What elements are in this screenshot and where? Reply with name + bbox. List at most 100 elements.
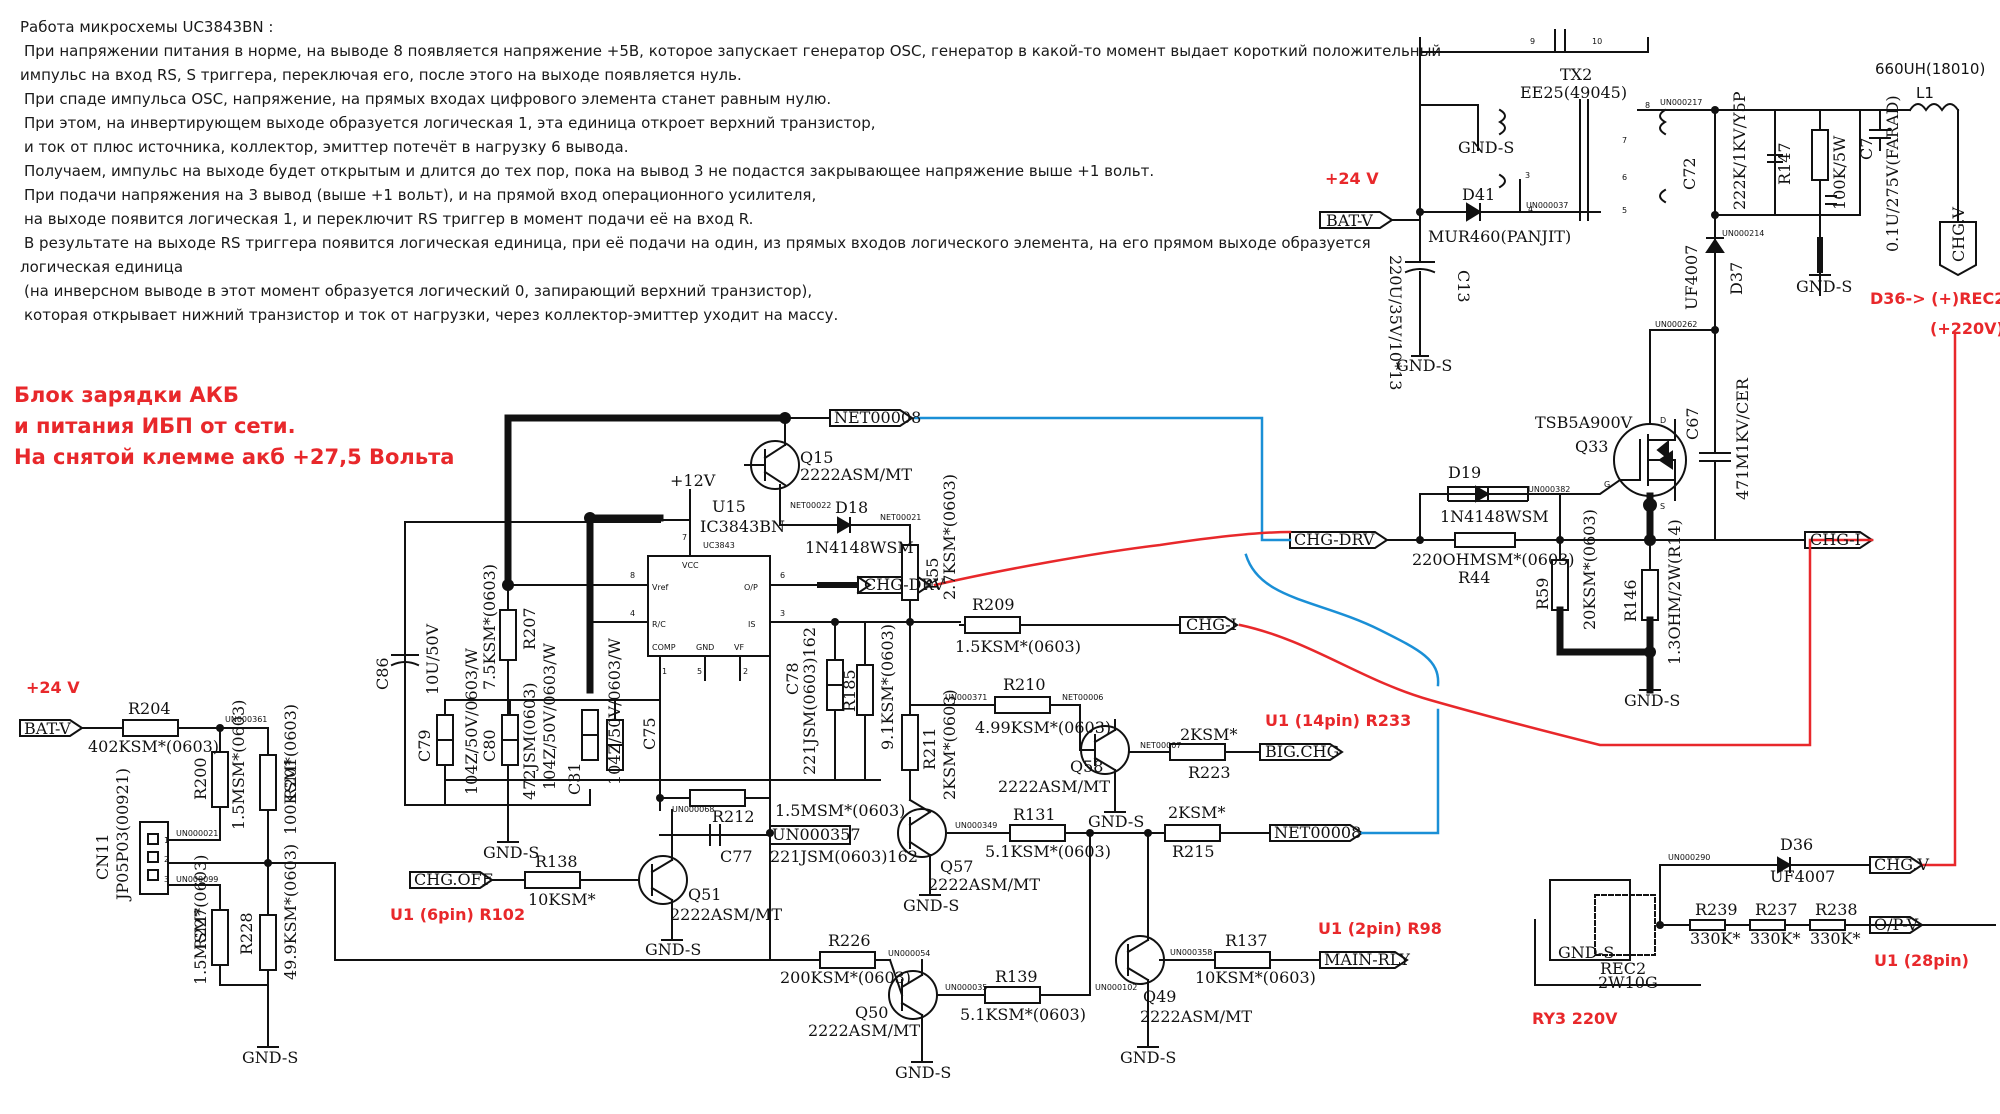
d18-val-label: 1N4148WSM bbox=[805, 538, 914, 557]
r207-label: R207 bbox=[520, 607, 539, 650]
r207-val-label: 7.5KSM*(0603) bbox=[480, 564, 499, 690]
r211-resistor bbox=[901, 714, 919, 771]
d19-label: D19 bbox=[1448, 463, 1481, 482]
net-chg-drv-right: CHG-DRV bbox=[1294, 530, 1375, 549]
q58-label: Q58 bbox=[1070, 757, 1103, 776]
ic-pin-vref: Vref bbox=[652, 583, 669, 592]
tx2-core-label: EE25(49045) bbox=[1520, 83, 1627, 102]
cn11-label: CN11 bbox=[93, 833, 112, 880]
pin-num: 3 bbox=[164, 875, 169, 884]
l1-inductor bbox=[1908, 103, 1960, 112]
gnd-label: GND-S bbox=[483, 843, 539, 862]
ic-num-4: 4 bbox=[630, 609, 635, 618]
q51-label: Q51 bbox=[688, 885, 721, 904]
q58-val-label: 2222ASM/MT bbox=[998, 777, 1110, 796]
gnd-label: GND-S bbox=[1624, 691, 1680, 710]
r215-val-label: 2KSM* bbox=[1168, 803, 1225, 822]
rec2-label: REC2 bbox=[1600, 959, 1646, 978]
q51-transistor bbox=[638, 855, 688, 905]
c86-val-label: 10U/50V bbox=[423, 623, 442, 695]
pin-num: 3 bbox=[1525, 171, 1530, 180]
ic-pin-gnd: GND bbox=[696, 643, 714, 652]
r137-label: R137 bbox=[1225, 931, 1268, 950]
net-chg-v-bottom: CHG.V bbox=[1874, 855, 1929, 874]
big-chg-tag bbox=[1259, 743, 1344, 761]
r137-val-label: 10KSM*(0603) bbox=[1195, 968, 1316, 987]
r200-val-label: 1.5MSM*(0603) bbox=[229, 700, 248, 830]
d18-label: D18 bbox=[835, 498, 868, 517]
r207-resistor bbox=[499, 609, 517, 661]
note-line: При спаде импульса OSC, напряжение, на п… bbox=[24, 90, 832, 108]
r185-label: R185 bbox=[840, 669, 859, 712]
net-un357: UN000357 bbox=[772, 825, 861, 844]
tiny-net: UN000021 bbox=[176, 829, 218, 838]
d19-val-label: 1N4148WSM bbox=[1440, 507, 1549, 526]
d36-label: D36 bbox=[1780, 835, 1813, 854]
c78-val-label: 221JSM(0603)162 bbox=[800, 627, 819, 775]
ic-num-2: 2 bbox=[743, 667, 748, 676]
gnd-label: GND-S bbox=[1796, 277, 1852, 296]
q57-label: Q57 bbox=[940, 857, 973, 876]
r227-resistor bbox=[211, 909, 229, 966]
r59-label: R59 bbox=[1533, 578, 1552, 610]
r201-val-label: 100KSM*(0603) bbox=[281, 704, 300, 835]
ic-pin-is: IS bbox=[748, 620, 755, 629]
note-line: Получаем, импульс на выходе будет открыт… bbox=[24, 162, 1155, 180]
note-line: При этом, на инвертирующем выходе образу… bbox=[24, 114, 876, 132]
r185-resistor bbox=[856, 664, 874, 716]
tiny-net: UN000371 bbox=[945, 693, 987, 702]
r146-val-label: 1.3OHM/2W(R14) bbox=[1665, 519, 1684, 665]
pin-num: 7 bbox=[1622, 136, 1627, 145]
c77-val-label: 221JSM(0603)162 bbox=[770, 847, 918, 866]
cn11-val-label: JP05P03(00921) bbox=[113, 768, 132, 902]
gnd-label: GND-S bbox=[1088, 812, 1144, 831]
gnd-label: GND-S bbox=[1120, 1048, 1176, 1067]
c75-label: C75 bbox=[640, 717, 659, 750]
ic-num-1: 1 bbox=[662, 667, 667, 676]
d37-val-label: UF4007 bbox=[1682, 245, 1701, 310]
rec2-bridge bbox=[1549, 879, 1631, 961]
r201-label: R201 bbox=[281, 757, 300, 800]
pin-num: 2 bbox=[164, 855, 169, 864]
ic-pin-vf: VF bbox=[734, 643, 744, 652]
r239-val-label: 330K* bbox=[1690, 929, 1741, 948]
c80-val-label: 472JSM(0603) bbox=[520, 683, 539, 801]
note-line: которая открывает нижний транзистор и то… bbox=[24, 306, 839, 324]
ic-num-6: 6 bbox=[780, 571, 785, 580]
net8-top-tag bbox=[829, 409, 914, 427]
r204-label: R204 bbox=[128, 699, 171, 718]
r212-val-label: 1.5MSM*(0603) bbox=[775, 801, 905, 820]
r204-val-label: 402KSM*(0603) bbox=[88, 737, 219, 756]
r227-label: R227 bbox=[191, 907, 210, 950]
r209-resistor bbox=[964, 616, 1021, 634]
bat-v-left-tag bbox=[19, 719, 84, 737]
net-opv: O/P-V bbox=[1874, 915, 1919, 934]
q15-label: Q15 bbox=[800, 448, 833, 467]
c72-label: C72 bbox=[1680, 157, 1699, 190]
tiny-net: NET00022 bbox=[790, 501, 831, 510]
note-line: на выходе появится логическая 1, и перек… bbox=[24, 210, 754, 228]
d41-val-label: MUR460(PANJIT) bbox=[1428, 227, 1571, 246]
r237-label: R237 bbox=[1755, 900, 1798, 919]
tiny-net: UN000290 bbox=[1668, 853, 1710, 862]
r215-label: R215 bbox=[1172, 842, 1215, 861]
r131-label: R131 bbox=[1013, 805, 1056, 824]
pin-num: S bbox=[1660, 502, 1665, 511]
tiny-net: NET00021 bbox=[880, 513, 921, 522]
net-chg-i-left: CHG-I bbox=[1186, 615, 1237, 634]
r44-label: R44 bbox=[1458, 568, 1490, 587]
r209-val-label: 1.5KSM*(0603) bbox=[955, 637, 1081, 656]
q50-val-label: 2222ASM/MT bbox=[808, 1021, 920, 1040]
ic-pin-comp: COMP bbox=[652, 643, 676, 652]
red-trace-chg-v bbox=[1920, 333, 1957, 867]
r210-resistor bbox=[994, 696, 1051, 714]
tiny-net: UN000037 bbox=[1526, 201, 1568, 210]
pin-num: D bbox=[1660, 416, 1666, 425]
pin-num: 6 bbox=[1622, 173, 1627, 182]
net-bat-v-right: BAT-V bbox=[1326, 211, 1373, 230]
r200-resistor bbox=[211, 751, 229, 808]
tiny-net: NET00006 bbox=[1062, 693, 1103, 702]
r44-val-label: 220OHMSM*(0603) bbox=[1412, 550, 1575, 569]
d36-val-label: UF4007 bbox=[1770, 867, 1835, 886]
r146-label: R146 bbox=[1621, 579, 1640, 622]
